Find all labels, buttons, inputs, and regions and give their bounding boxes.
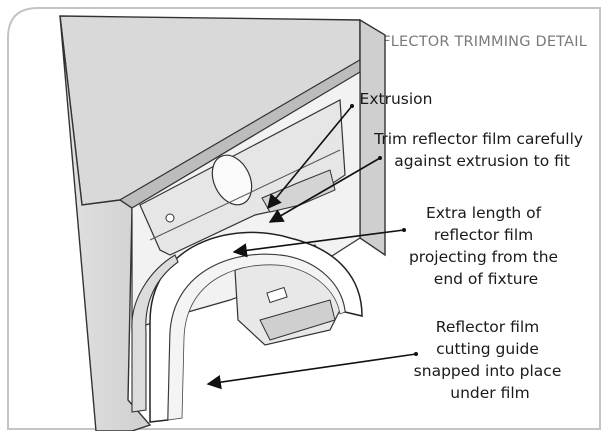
trim-label: Trim reflector film carefully against ex… [373,130,588,170]
extrusion-arrow [267,105,353,210]
bracket-hole-small [165,213,175,223]
cutting-guide-label: Reflector film cutting guide snapped int… [414,318,567,402]
extrusion-edge [149,149,341,241]
cutting-guide [131,254,179,413]
diagram-title: REFLECTOR TRIMMING DETAIL [363,34,587,50]
extra-length-label: Extra length of reflector film projectin… [409,204,563,288]
extra-length-arrow-dot [402,228,406,232]
lower-clip-base [259,299,336,341]
extra-length-arrow [232,229,405,258]
cutting-guide-arrow-dot [414,352,418,356]
clip-slot [266,286,288,304]
trim-arrow-dot [378,156,382,160]
extrusion-label: Extrusion [360,90,433,108]
housing-front-face [59,15,152,431]
cutting-guide-arrow [206,353,417,390]
bracket-hole-large [211,154,253,206]
extrusion-arrow-dot [350,104,354,108]
trim-arrow [268,157,381,223]
reflector-film-inner [167,253,346,421]
